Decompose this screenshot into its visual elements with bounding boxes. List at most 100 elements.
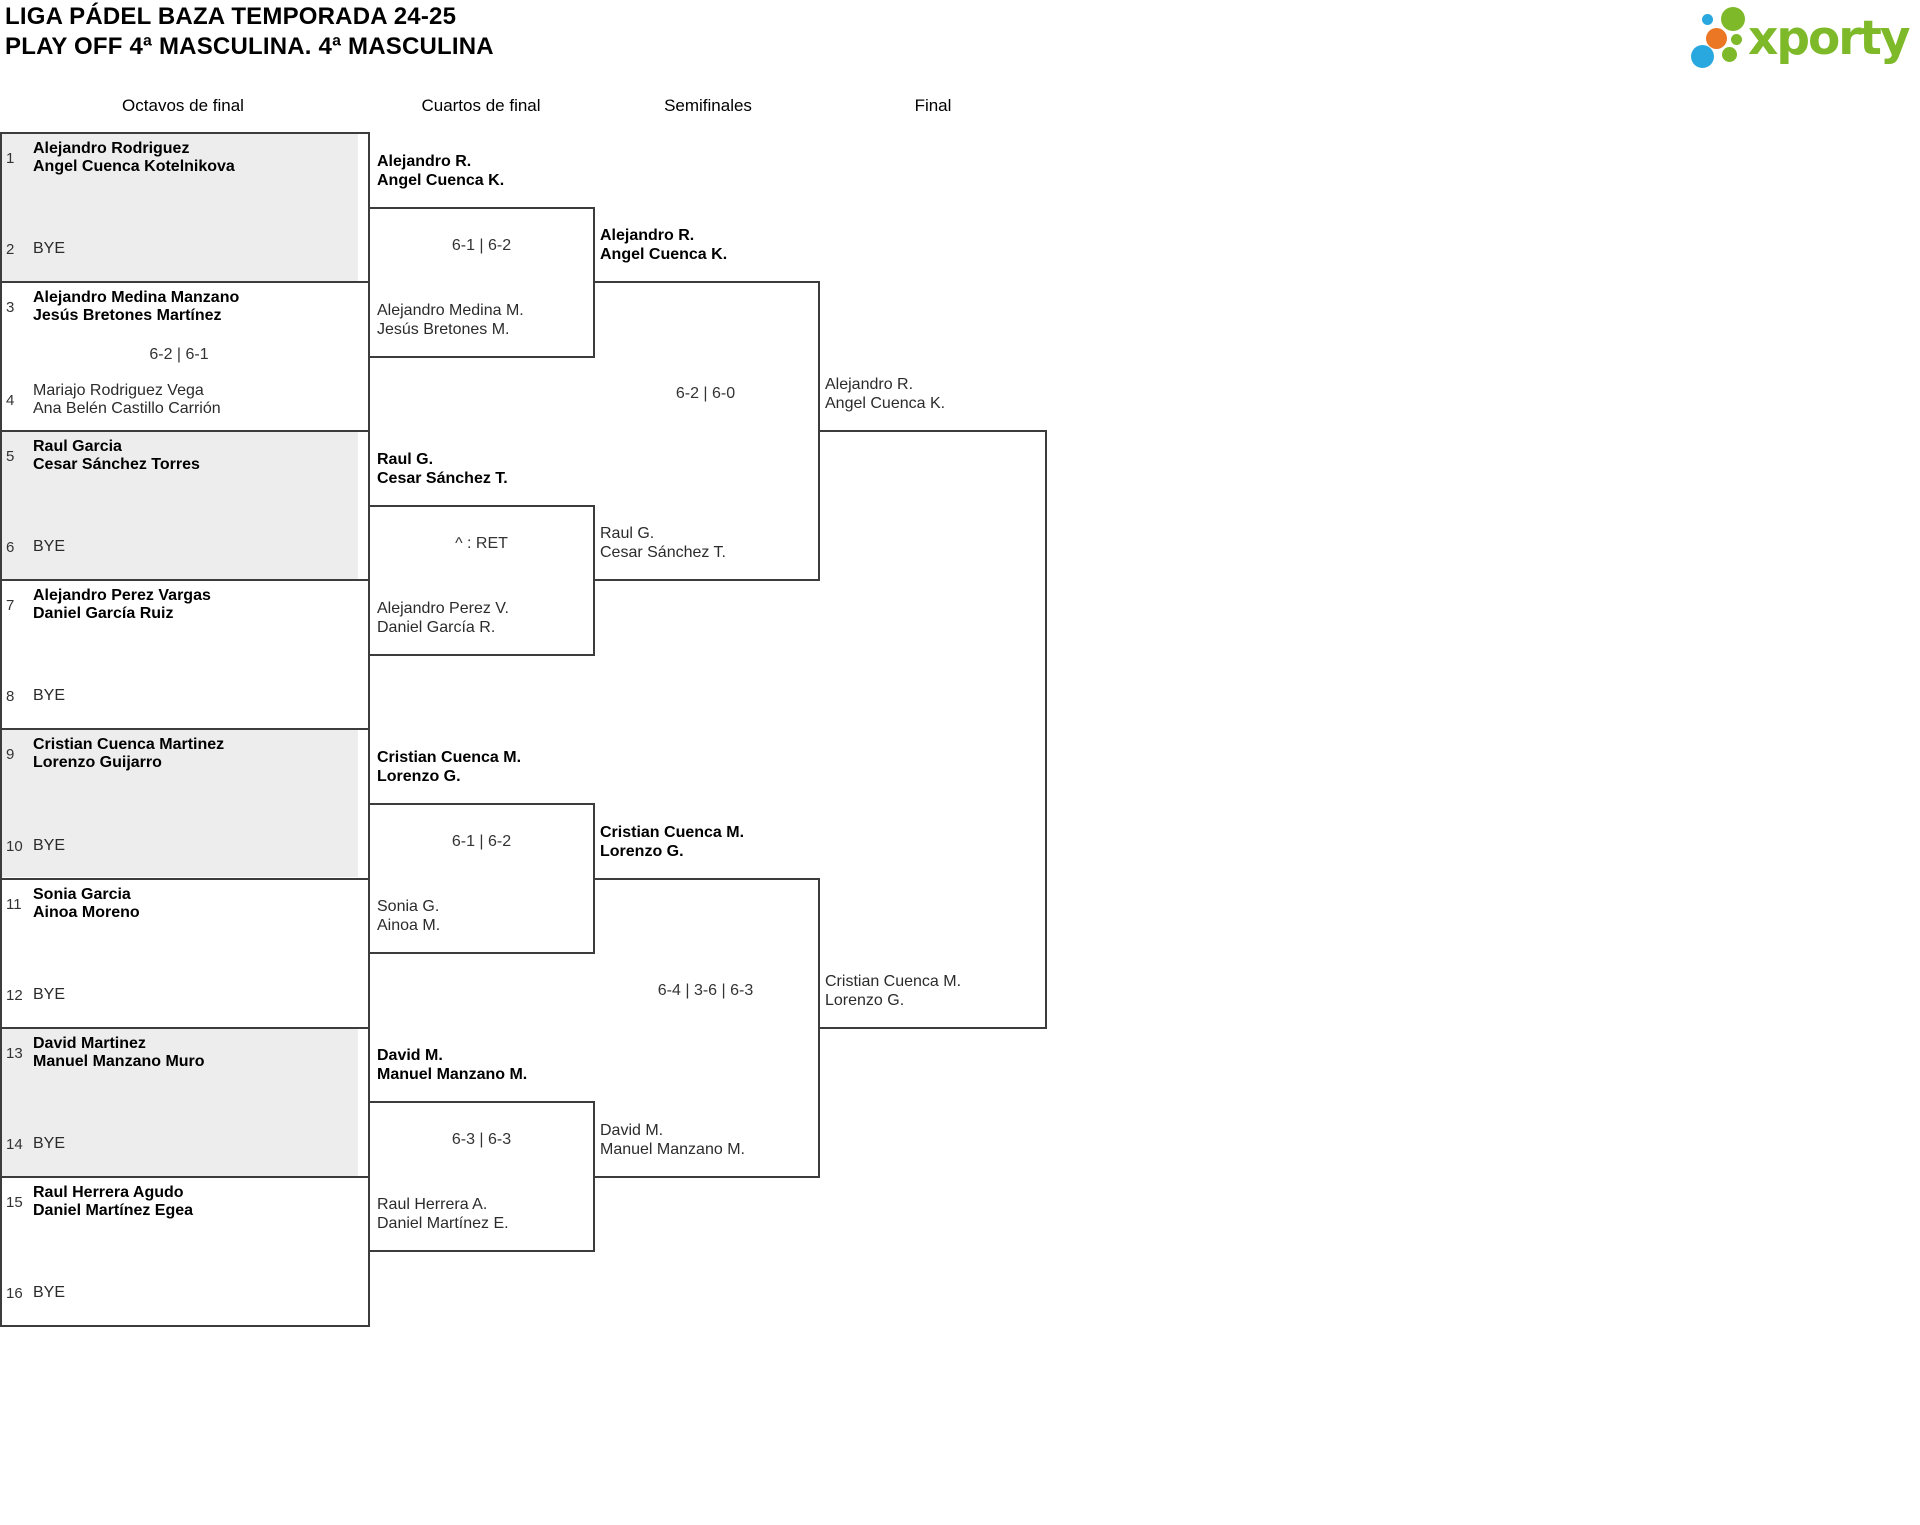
team-name: Raul Garcia <box>33 438 122 455</box>
bracket-line <box>593 1176 820 1178</box>
round-header: Semifinales <box>664 96 752 115</box>
team-names: BYE <box>33 837 65 855</box>
pair-name: Angel Cuenca K. <box>825 395 946 412</box>
bracket-line <box>593 579 820 581</box>
pair-name: David M. <box>600 1122 664 1139</box>
team-name: Raul Herrera Agudo <box>33 1184 184 1201</box>
title-line1: LIGA PÁDEL BAZA TEMPORADA 24-25 <box>5 3 457 30</box>
match-winner-label: Alejandro R.Angel Cuenca K. <box>600 226 727 264</box>
team-name: Angel Cuenca Kotelnikova <box>33 158 235 175</box>
bracket-line <box>370 356 595 358</box>
team-names: BYE <box>33 538 65 556</box>
team-name: Daniel García Ruiz <box>33 605 174 622</box>
bracket-line <box>0 579 370 581</box>
match-winner-label: Cristian Cuenca M.Lorenzo G. <box>600 823 744 861</box>
team-entry: 10 BYE <box>0 837 364 855</box>
seed-number: 14 <box>6 1135 23 1153</box>
bracket-line <box>593 281 820 283</box>
pair-name: Ainoa M. <box>377 917 441 934</box>
seed-number: 1 <box>6 149 15 167</box>
title-line2: PLAY OFF 4ª MASCULINA. 4ª MASCULINA <box>5 33 494 60</box>
pair-name: Cesar Sánchez T. <box>377 470 508 487</box>
match-loser-label: Raul G.Cesar Sánchez T. <box>600 524 726 562</box>
octavos-match-box <box>0 132 358 281</box>
pair-name: Alejandro R. <box>377 153 472 170</box>
bracket-line <box>370 505 595 507</box>
bye-label: BYE <box>33 240 66 257</box>
bracket-line <box>0 1325 370 1327</box>
bracket-line <box>370 1250 595 1252</box>
pair-name: Cesar Sánchez T. <box>600 544 726 561</box>
pair-name: Daniel García R. <box>377 619 496 636</box>
finalist-label: Alejandro R.Angel Cuenca K. <box>825 375 945 413</box>
logo-dot-green-small <box>1722 47 1737 62</box>
pair-name: Daniel Martínez E. <box>377 1215 509 1232</box>
match-winner-label: Alejandro R. Angel Cuenca K. <box>377 152 504 190</box>
xporty-logo-text: xporty <box>1748 11 1911 66</box>
logo-dot-blue-large <box>1691 45 1714 68</box>
seed-number: 8 <box>6 687 15 705</box>
team-entry: 14 BYE <box>0 1135 364 1153</box>
match-score: 6-2 | 6-1 <box>149 346 209 363</box>
bracket-line <box>0 430 370 432</box>
pair-name: Lorenzo G. <box>600 843 684 860</box>
pair-name: Alejandro R. <box>600 227 695 244</box>
team-name: Manuel Manzano Muro <box>33 1053 205 1070</box>
seed-number: 9 <box>6 745 15 763</box>
pair-name: Manuel Manzano M. <box>600 1141 745 1158</box>
page-title: LIGA PÁDEL BAZA TEMPORADA 24-25 PLAY OFF… <box>5 2 494 62</box>
team-name: Ana Belén Castillo Carrión <box>33 400 221 417</box>
bracket-line <box>0 878 370 880</box>
octavos-match-box <box>0 430 358 579</box>
seed-number: 12 <box>6 986 23 1004</box>
pair-name: Lorenzo G. <box>825 992 905 1009</box>
logo-dot-blue-small <box>1702 14 1713 25</box>
pair-name: Alejandro Medina M. <box>377 302 524 319</box>
team-name: Daniel Martínez Egea <box>33 1202 194 1219</box>
match-loser-label: Alejandro Perez V. Daniel García R. <box>377 599 509 637</box>
round-header: Final <box>914 96 952 115</box>
match-winner-label: David M.Manuel Manzano M. <box>377 1046 527 1084</box>
seed-number: 13 <box>6 1044 23 1062</box>
match-score: 6-3 | 6-3 <box>451 1131 512 1148</box>
pair-name: Raul G. <box>377 451 434 468</box>
finalist-label: Cristian Cuenca M. Lorenzo G. <box>825 972 961 1010</box>
team-name: Ainoa Moreno <box>33 904 140 921</box>
team-name: Sonia Garcia <box>33 886 131 903</box>
bye-label: BYE <box>33 687 66 704</box>
team-name: Alejandro Perez Vargas <box>33 587 211 604</box>
seed-number: 5 <box>6 447 15 465</box>
bracket-line <box>818 1027 1047 1029</box>
bye-label: BYE <box>33 1135 66 1152</box>
round-header: Cuartos de final <box>421 96 541 115</box>
match-score: 6-4 | 3-6 | 6-3 <box>657 982 754 999</box>
team-names: BYE <box>33 1135 65 1153</box>
xporty-logo[interactable]: xporty <box>1690 4 1920 74</box>
team-name: Mariajo Rodriguez Vega <box>33 382 204 399</box>
match-score: 6-1 | 6-2 <box>451 833 512 850</box>
team-names: BYE <box>33 1284 65 1302</box>
team-entry: 8 BYE <box>0 687 364 705</box>
seed-number: 10 <box>6 837 23 855</box>
pair-name: Alejandro Perez V. <box>377 600 509 617</box>
logo-dot-green-large <box>1721 7 1745 31</box>
match-loser-label: David M. Manuel Manzano M. <box>600 1121 745 1159</box>
seed-number: 11 <box>6 895 22 913</box>
pair-name: Angel Cuenca K. <box>377 172 505 189</box>
bracket-line <box>0 1176 370 1178</box>
pair-name: Cristian Cuenca M. <box>825 973 962 990</box>
